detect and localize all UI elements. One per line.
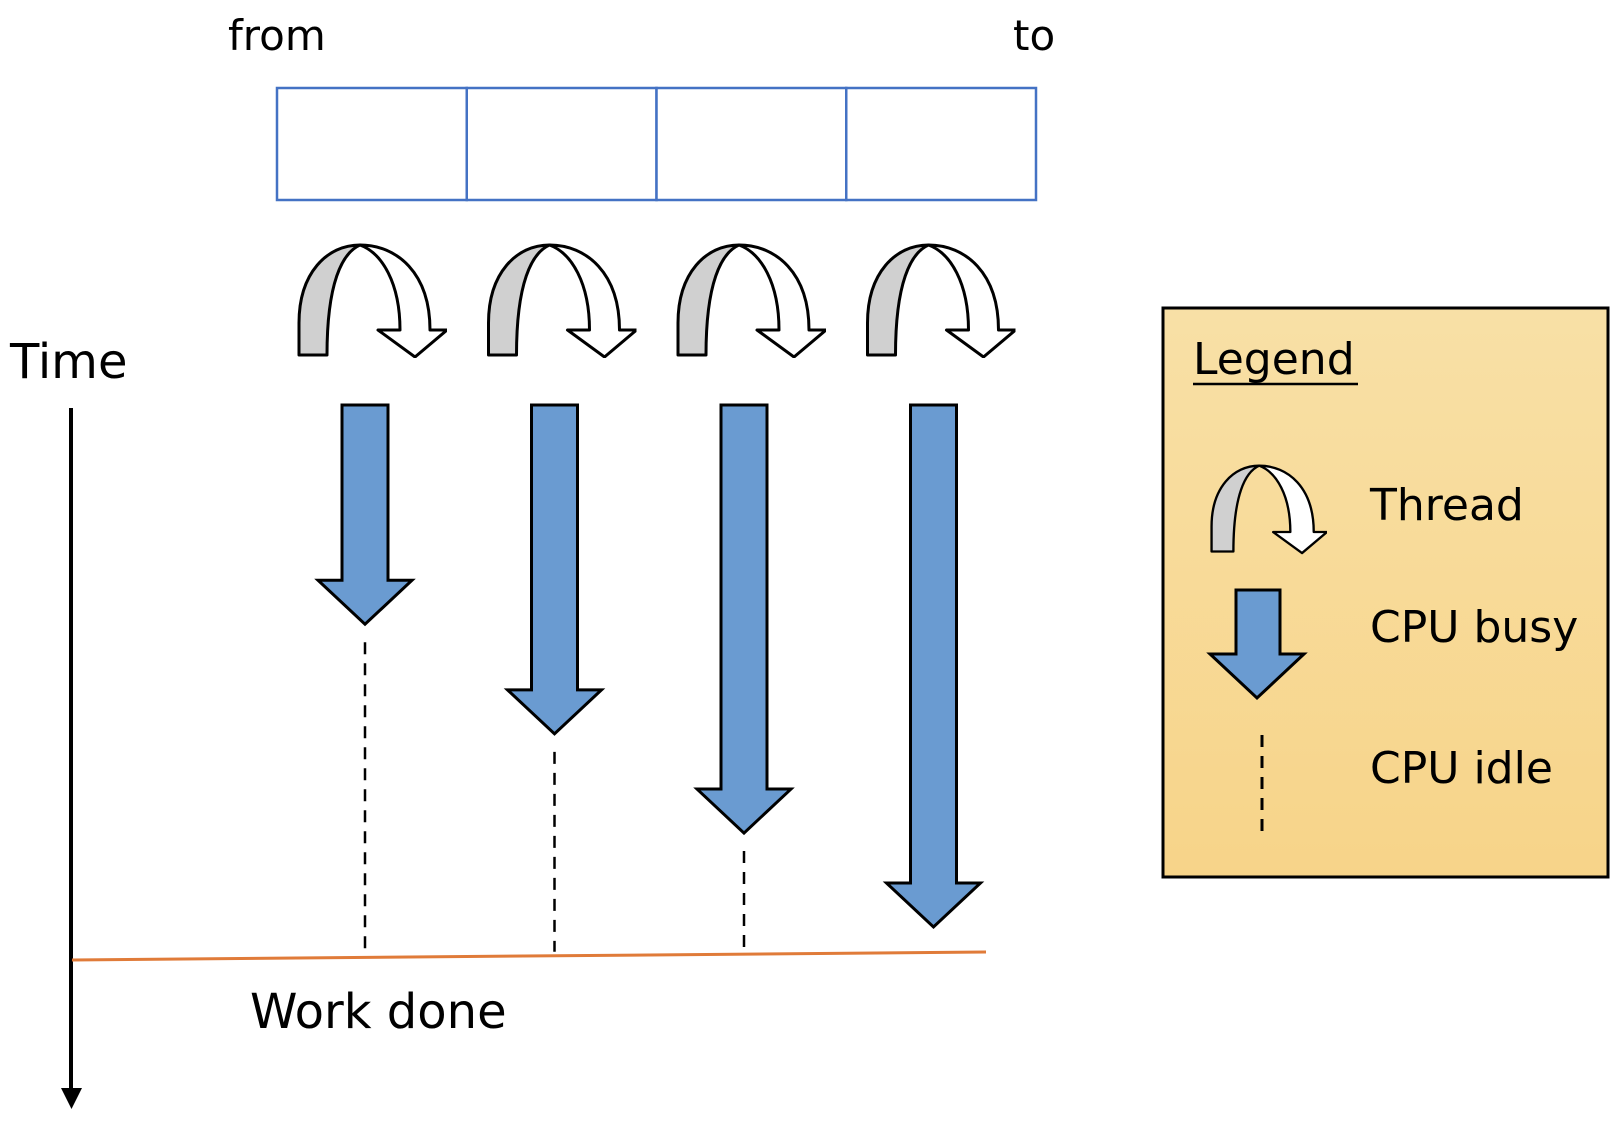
- to-label: to: [1013, 11, 1055, 60]
- cpu-busy-arrow: [503, 403, 606, 736]
- thread-icon: [676, 243, 826, 358]
- legend-cpu-idle-label: CPU idle: [1370, 743, 1553, 794]
- legend: Legend Thread CPU busy CPU idle: [1161, 306, 1610, 879]
- thread-icon: [487, 243, 637, 358]
- work-done-label: Work done: [250, 984, 507, 1040]
- cpu-busy-arrow: [314, 403, 416, 627]
- time-axis-label: Time: [9, 334, 127, 390]
- time-axis-arrowhead-icon: [61, 1088, 82, 1109]
- work-cell: [275, 86, 468, 202]
- work-cell: [465, 86, 658, 202]
- from-label: from: [228, 11, 326, 60]
- legend-cpu-busy-label: CPU busy: [1370, 602, 1578, 653]
- work-range-array: [275, 86, 1038, 202]
- thread-icon: [297, 243, 447, 358]
- thread-row: [297, 243, 1016, 358]
- legend-thread-label: Thread: [1369, 480, 1524, 531]
- work-cell: [845, 86, 1038, 202]
- legend-title: Legend: [1193, 334, 1355, 385]
- cpu-busy-arrows: [314, 403, 985, 954]
- thread-icon: [866, 243, 1016, 358]
- cpu-busy-arrow: [882, 403, 985, 930]
- work-done-line: [71, 950, 987, 962]
- work-cell: [655, 86, 848, 202]
- cpu-busy-arrow-icon: [1206, 588, 1308, 701]
- cpu-busy-arrow: [693, 403, 795, 836]
